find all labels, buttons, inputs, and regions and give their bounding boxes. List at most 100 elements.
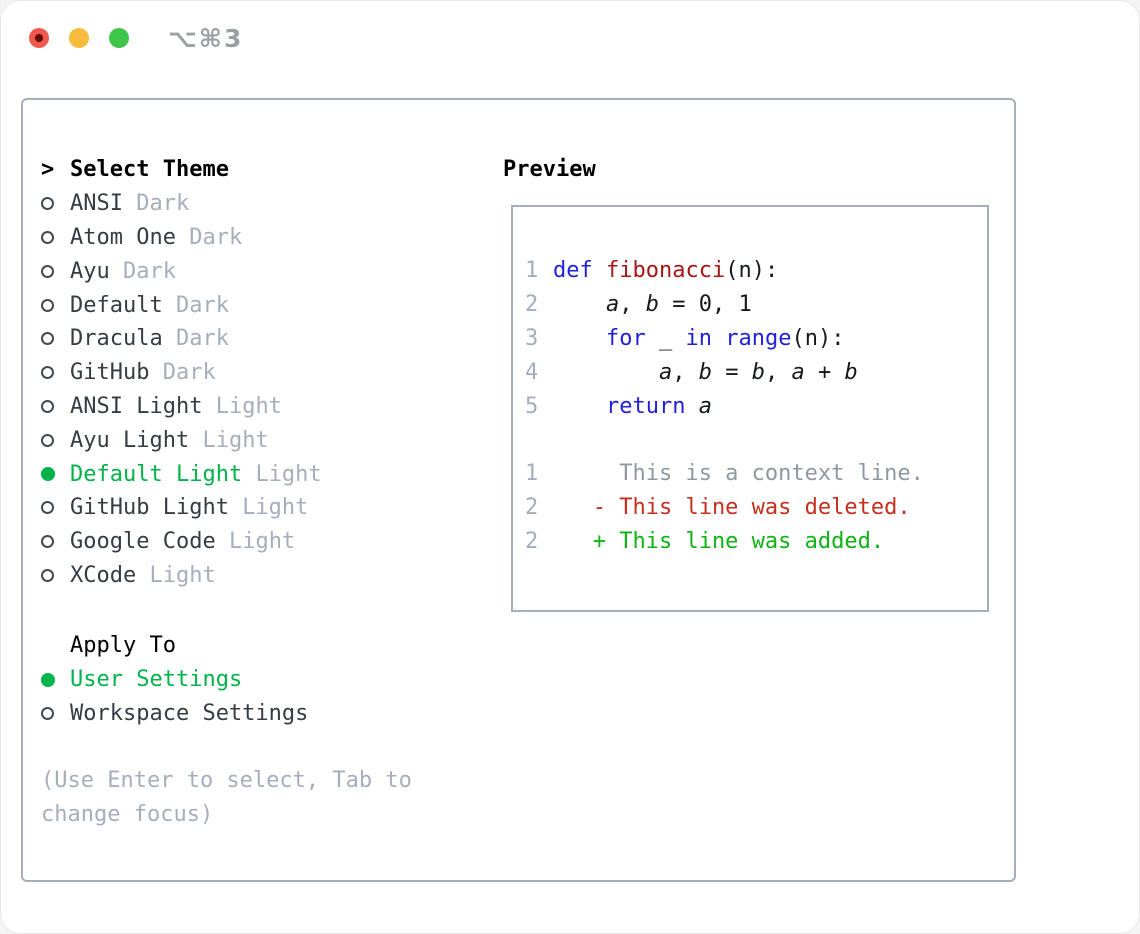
- apply-to-title: Apply To: [70, 633, 176, 659]
- line-number: 2: [525, 292, 539, 318]
- radio-icon: [41, 433, 54, 447]
- code-line: 1 def fibonacci(n):: [525, 254, 981, 288]
- line-number: 2: [525, 494, 539, 520]
- radio-icon: [41, 264, 54, 278]
- code-line: 2 + This line was added.: [525, 524, 981, 558]
- theme-variant: Light: [202, 427, 269, 453]
- theme-option[interactable]: GitHub Light Light: [41, 491, 322, 525]
- line-number: 1: [525, 461, 539, 487]
- theme-variant: Dark: [162, 360, 216, 386]
- code-text: return a: [605, 393, 712, 419]
- radio-icon: [41, 535, 54, 549]
- apply-to-section: Apply To User Settings Workspace Setting…: [41, 629, 308, 730]
- help-text: (Use Enter to select, Tab to change focu…: [41, 768, 412, 827]
- theme-name: Atom One: [70, 224, 190, 250]
- theme-option[interactable]: Atom One Dark: [41, 221, 322, 255]
- code-text: This is a context line.: [553, 461, 924, 487]
- theme-name: Ayu Light: [70, 427, 203, 453]
- radio-icon: [41, 568, 54, 582]
- theme-variant: Dark: [175, 326, 229, 352]
- code-line: 2 a, b = 0, 1: [525, 288, 981, 322]
- line-number: 5: [525, 393, 539, 419]
- code-line: 2 - This line was deleted.: [525, 491, 981, 525]
- line-number: 3: [525, 325, 539, 351]
- traffic-lights: [29, 28, 129, 48]
- selection-prompt: >: [41, 157, 55, 183]
- code-line: 5 return a: [525, 389, 981, 423]
- apply-to-options: User Settings Workspace Settings: [41, 663, 308, 731]
- theme-variant: Dark: [189, 224, 243, 250]
- code-lines: 1 def fibonacci(n): 2 a, b = 0, 1 3 for …: [525, 254, 981, 423]
- radio-icon: [41, 366, 54, 380]
- radio-icon: [41, 399, 54, 413]
- theme-option[interactable]: Default Light Light: [41, 457, 322, 491]
- radio-icon: [41, 197, 54, 211]
- theme-name: GitHub Light: [70, 495, 243, 521]
- theme-name: XCode: [70, 562, 150, 588]
- radio-icon: [41, 298, 54, 312]
- code-text: for _ in range(n):: [605, 325, 845, 351]
- radio-icon: [41, 332, 54, 346]
- theme-option[interactable]: Ayu Light Light: [41, 423, 322, 457]
- theme-variant: Light: [149, 562, 216, 588]
- code-line: 4 a, b = b, a + b: [525, 355, 981, 389]
- theme-variant: Dark: [175, 292, 229, 318]
- apply-to-option[interactable]: User Settings: [41, 663, 308, 697]
- theme-variant: Light: [228, 529, 296, 555]
- theme-list-title: Select Theme: [70, 157, 229, 183]
- theme-name: Google Code: [70, 529, 229, 555]
- theme-option[interactable]: Dracula Dark: [41, 322, 322, 356]
- radio-icon: [41, 706, 54, 720]
- theme-option[interactable]: Ayu Dark: [41, 254, 322, 288]
- theme-options: ANSI Dark Atom One Dark Ayu Dark Default…: [41, 187, 322, 593]
- code-text: a, b = 0, 1: [605, 292, 752, 318]
- theme-list: > Select Theme ANSI Dark Atom One Dark A…: [41, 153, 322, 592]
- diff-lines: 1 This is a context line. 2 - This line …: [525, 457, 981, 558]
- window-title: ⌥⌘3: [168, 24, 244, 53]
- apply-to-option-label: User Settings: [70, 667, 243, 693]
- unsaved-changes-dot-icon: [35, 34, 43, 42]
- theme-variant: Dark: [136, 191, 190, 217]
- theme-variant: Dark: [122, 258, 176, 284]
- theme-variant: Light: [255, 461, 322, 487]
- line-number: 4: [525, 359, 539, 385]
- theme-option[interactable]: GitHub Dark: [41, 356, 322, 390]
- theme-name: Default Light: [70, 461, 256, 487]
- apply-to-header: Apply To: [41, 629, 308, 663]
- code-text: - This line was deleted.: [553, 494, 911, 520]
- blank-line: [525, 423, 981, 457]
- code-text: + This line was added.: [553, 528, 885, 554]
- code-text: def fibonacci(n):: [553, 258, 779, 284]
- theme-option[interactable]: ANSI Light Light: [41, 390, 322, 424]
- code-text: a, b = b, a + b: [658, 359, 858, 385]
- code-preview: 1 def fibonacci(n): 2 a, b = 0, 1 3 for …: [525, 254, 981, 558]
- radio-icon: [41, 467, 55, 482]
- radio-icon: [41, 501, 54, 515]
- theme-list-header: > Select Theme: [41, 153, 322, 187]
- radio-icon: [41, 672, 55, 687]
- apply-to-option-label: Workspace Settings: [70, 700, 309, 726]
- theme-name: GitHub: [70, 360, 163, 386]
- minimize-button[interactable]: [69, 28, 89, 48]
- radio-icon: [41, 230, 54, 244]
- theme-name: ANSI Light: [70, 393, 216, 419]
- theme-option[interactable]: XCode Light: [41, 559, 322, 593]
- close-button[interactable]: [29, 28, 49, 48]
- title-bar: ⌥⌘3: [1, 1, 1139, 71]
- zoom-button[interactable]: [109, 28, 129, 48]
- theme-option[interactable]: Google Code Light: [41, 525, 322, 559]
- apply-to-option[interactable]: Workspace Settings: [41, 697, 308, 731]
- theme-option[interactable]: Default Dark: [41, 288, 322, 322]
- line-number: 1: [525, 258, 539, 284]
- theme-selector-panel: > Select Theme ANSI Dark Atom One Dark A…: [21, 98, 1016, 882]
- theme-option[interactable]: ANSI Dark: [41, 187, 322, 221]
- theme-variant: Light: [242, 495, 309, 521]
- theme-name: Default: [70, 292, 176, 318]
- theme-name: ANSI: [70, 191, 137, 217]
- code-line: 3 for _ in range(n):: [525, 322, 981, 356]
- theme-variant: Light: [215, 393, 282, 419]
- line-number: 2: [525, 528, 539, 554]
- code-line: 1 This is a context line.: [525, 457, 981, 491]
- preview-title: Preview: [503, 157, 596, 183]
